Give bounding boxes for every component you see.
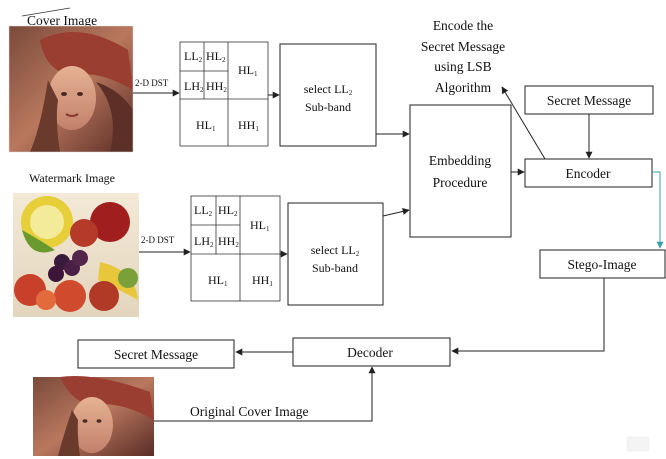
watermark-image-label: Watermark Image — [29, 171, 115, 185]
svg-text:HL1: HL1 — [250, 218, 270, 233]
arrow-select-bottom-to-embedding — [382, 208, 410, 217]
select-subband-box-bottom — [287, 202, 384, 306]
svg-text:HH2: HH2 — [206, 79, 227, 94]
dst-label-top: 2-D DST — [135, 78, 169, 88]
svg-text:using LSB: using LSB — [434, 59, 491, 74]
subband-hl2-bottom: HL — [218, 203, 234, 217]
original-cover-label: Original Cover Image — [190, 404, 308, 419]
decoder-box — [292, 337, 451, 367]
svg-text:Encode the: Encode the — [433, 18, 493, 33]
select-subband-box-top — [279, 43, 377, 147]
stego-image-box — [539, 249, 666, 279]
embedding-line1: Embedding — [429, 153, 491, 168]
secret-message-input-label: Secret Message — [547, 93, 631, 108]
subband-lh2-top: LH — [184, 79, 200, 93]
subband-ll2-top: LL — [184, 49, 199, 63]
cover-image — [8, 25, 134, 153]
subband-grid-bottom — [190, 195, 281, 302]
select-subband-line2-top: Sub-band — [305, 100, 351, 114]
svg-text:select LL2: select LL2 — [304, 82, 353, 97]
svg-text:HH1: HH1 — [238, 118, 259, 133]
svg-text:LL2: LL2 — [194, 203, 213, 218]
arrow-stego-to-decoder — [451, 278, 605, 355]
secret-message-output-box — [77, 339, 235, 369]
svg-text:HL2: HL2 — [218, 203, 238, 218]
svg-text:LL2: LL2 — [184, 49, 203, 64]
svg-text:LH2: LH2 — [194, 234, 214, 249]
stego-image-label: Stego-Image — [568, 257, 637, 272]
subband-hh1-top: HH — [238, 118, 256, 132]
subband-hh1-bottom: HH — [252, 273, 270, 287]
subband-hh2-top: HH — [206, 79, 224, 93]
select-subband-line1-bottom: select LL — [311, 243, 356, 257]
svg-text:LH2: LH2 — [184, 79, 204, 94]
cover-label-strike — [21, 7, 71, 17]
subband-ll2-bottom: LL — [194, 203, 209, 217]
embedding-procedure-box — [409, 104, 512, 238]
svg-text:select LL2: select LL2 — [311, 243, 360, 258]
encoder-box — [524, 158, 653, 188]
select-subband-line1-top: select LL — [304, 82, 349, 96]
svg-text:Algorithm: Algorithm — [435, 80, 492, 95]
arrow-encoder-to-annotation — [501, 86, 546, 160]
secret-message-output-label: Secret Message — [114, 347, 198, 362]
lsb-annotation: Encode the Secret Message using LSB Algo… — [421, 18, 505, 95]
subband-grid-top — [179, 41, 269, 147]
decoder-label: Decoder — [347, 345, 393, 360]
svg-text:Secret Message: Secret Message — [421, 39, 505, 54]
svg-text:HL2: HL2 — [206, 49, 226, 64]
subband-lh1-top: HL — [196, 118, 212, 132]
arrow-original-to-decoder — [154, 366, 376, 422]
watermark-image — [13, 193, 139, 317]
select-subband-line2-bottom: Sub-band — [312, 261, 358, 275]
arrow-encoder-to-stego — [652, 171, 664, 249]
svg-text:HL1: HL1 — [196, 118, 216, 133]
dst-label-bottom: 2-D DST — [141, 235, 175, 245]
svg-text:HL1: HL1 — [238, 63, 258, 78]
encoder-label: Encoder — [566, 166, 611, 181]
corner-mark — [626, 436, 650, 452]
subband-lh1-bottom: HL — [208, 273, 224, 287]
subband-hh2-bottom: HH — [218, 234, 236, 248]
subband-lh2-bottom: LH — [194, 234, 210, 248]
secret-message-input-box — [524, 85, 654, 115]
svg-text:HL1: HL1 — [208, 273, 228, 288]
embedding-line2: Procedure — [433, 175, 488, 190]
cover-image-label: Cover Image — [27, 13, 97, 28]
original-cover-image — [33, 376, 154, 456]
subband-hl1-top: HL — [238, 63, 254, 77]
svg-text:HH2: HH2 — [218, 234, 239, 249]
subband-hl1-bottom: HL — [250, 218, 266, 232]
subband-hl2-top: HL — [206, 49, 222, 63]
svg-text:HH1: HH1 — [252, 273, 273, 288]
